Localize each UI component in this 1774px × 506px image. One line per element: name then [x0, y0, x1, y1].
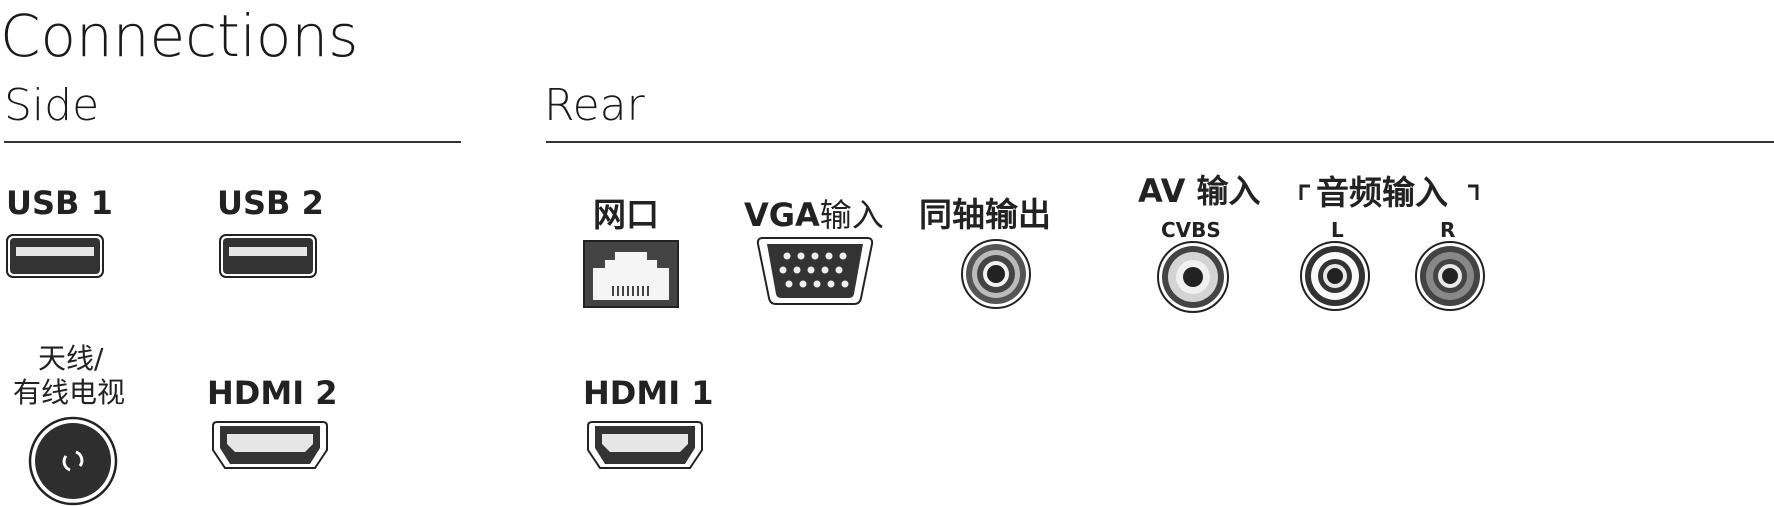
antenna-port-icon: [28, 416, 118, 506]
hdmi2-port-icon: [212, 421, 328, 469]
side-heading: Side: [4, 80, 100, 131]
antenna-label-line2: 有线电视: [12, 376, 125, 409]
audio-r-label: R: [1440, 218, 1456, 242]
cvbs-label: CVBS: [1161, 218, 1221, 242]
audio-right-port-icon: [1415, 241, 1485, 311]
coax-out-label: 同轴输出: [919, 195, 1051, 234]
antenna-label: 天线/ 有线电视: [4, 342, 134, 410]
coax-out-port-icon: [961, 239, 1031, 309]
vga-port-icon: [756, 237, 874, 305]
lan-label: 网口: [593, 195, 659, 234]
vga-label-suffix: 输入: [819, 196, 884, 234]
hdmi1-label: HDMI 1: [583, 374, 714, 412]
audio-left-port-icon: [1300, 241, 1370, 311]
cvbs-port-icon: [1157, 241, 1229, 313]
av-in-suffix: 输入: [1185, 172, 1261, 210]
vga-label-prefix: VGA: [744, 196, 820, 234]
av-in-label: AV 输入: [1138, 166, 1261, 212]
audio-in-label: 音频输入: [1316, 173, 1448, 212]
vga-label: VGA输入: [744, 190, 884, 236]
usb1-label: USB 1: [6, 184, 113, 222]
usb2-label: USB 2: [217, 184, 324, 222]
usb2-port-icon: [219, 234, 317, 278]
audio-in-bracket-icon: [1299, 184, 1479, 200]
usb1-port-icon: [6, 234, 104, 278]
av-in-prefix: AV: [1138, 172, 1186, 210]
side-divider: [4, 141, 461, 143]
hdmi1-port-icon: [587, 421, 703, 469]
antenna-label-line1: 天线/: [38, 342, 104, 375]
page-title: Connections: [0, 2, 359, 70]
audio-l-label: L: [1331, 218, 1344, 242]
rear-divider: [546, 141, 1774, 143]
rear-heading: Rear: [544, 80, 645, 131]
ethernet-port-icon: [583, 240, 679, 308]
hdmi2-label: HDMI 2: [207, 374, 338, 412]
